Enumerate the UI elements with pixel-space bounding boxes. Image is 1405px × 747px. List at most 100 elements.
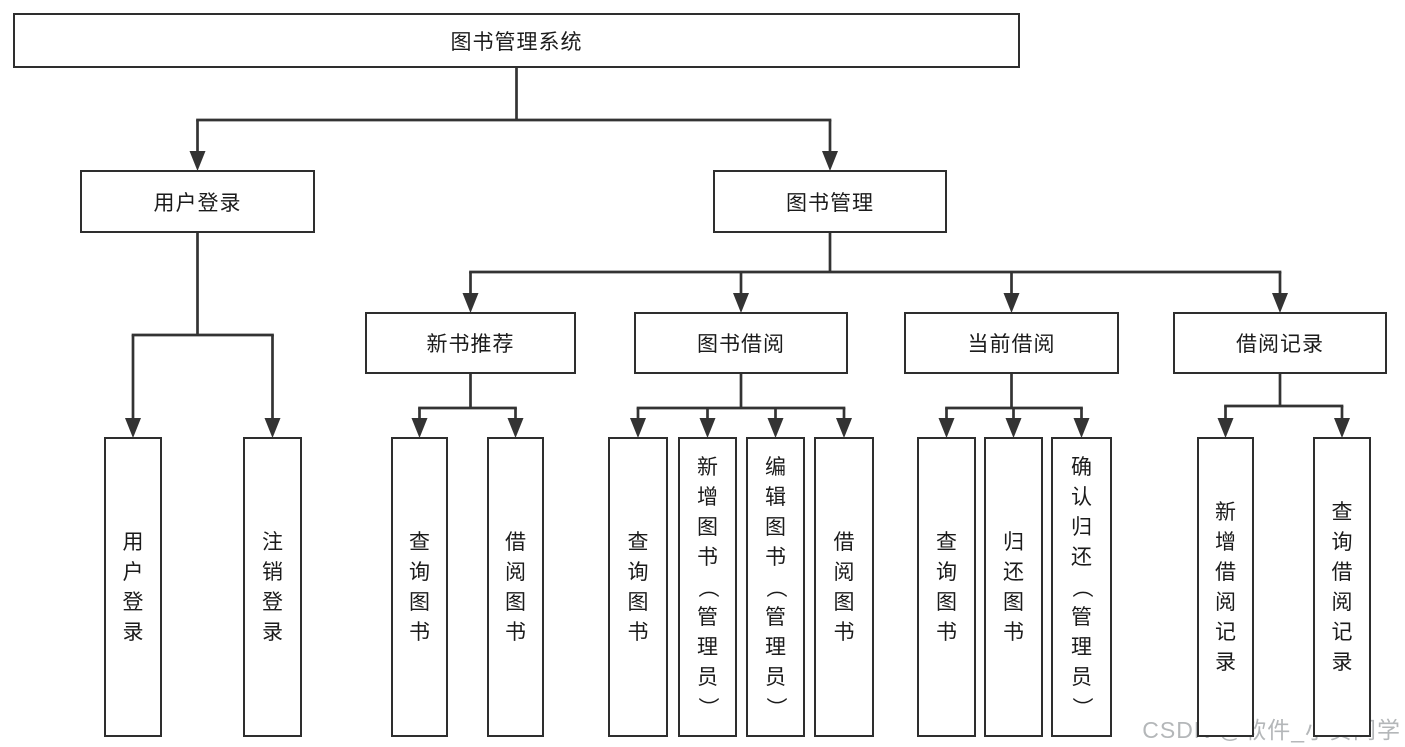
node-label-char: 理 [697,635,718,659]
node-label: 图书借阅 [697,333,785,356]
node-leaf-borrow-books-a: 借阅图书 [487,437,544,737]
node-label-char: 书 [1003,620,1024,644]
node-label-char: 借 [505,530,526,554]
node-label-char: 阅 [1215,590,1236,614]
node-label-char: 登 [122,590,144,614]
node-leaf-add-book-admin: 新增图书（管理员） [678,437,737,737]
node-label-char: 员 [1071,665,1092,689]
arrowhead-icon [1005,418,1022,438]
node-label-char: 户 [122,560,144,584]
node-label-char: 归 [1071,515,1092,539]
arrowhead-icon [767,418,784,438]
node-label-char: 阅 [833,560,855,584]
node-leaf-query-books-c: 查询图书 [917,437,976,737]
node-leaf-user-login: 用户登录 [104,437,162,737]
node-label-char: 用 [122,530,144,554]
node-label-char: 录 [1331,650,1353,674]
node-label-char: 书 [505,620,526,644]
arrowhead-icon [630,418,646,438]
node-label-char: 理 [1071,635,1092,659]
node-leaf-confirm-return-admin: 确认归还（管理员） [1051,437,1112,737]
node-label-char: 注 [262,530,283,554]
node-label-char: 记 [1215,620,1236,644]
node-label-char: 辑 [765,485,786,509]
node-label-char: 登 [262,590,283,614]
node-label: 用户登录 [153,191,242,215]
arrowhead-icon [733,293,749,313]
arrowhead-icon [822,151,838,171]
node-label-char: 询 [409,560,430,584]
node-label-char: 借 [1331,560,1353,584]
node-label-char: 还 [1003,560,1024,584]
arrowhead-icon [411,418,428,438]
node-label-char: 书 [697,545,718,569]
node-label-char: 查 [1331,500,1353,524]
arrowhead-icon [1272,293,1288,313]
node-label-char: 询 [627,560,649,584]
node-label-char: 阅 [505,560,526,584]
arrowhead-icon [1073,418,1090,438]
node-new-book-recommend: 新书推荐 [365,312,576,374]
node-label-char: 新 [697,455,718,479]
node-label-char: 书 [765,545,786,569]
node-label-char: 图 [1003,590,1024,614]
node-leaf-edit-book-admin: 编辑图书（管理员） [746,437,805,737]
node-label-char: 还 [1071,545,1092,569]
node-label-char: 理 [765,635,786,659]
node-label-char: 图 [409,590,430,614]
node-label-char: 借 [1215,560,1236,584]
arrowhead-icon [125,418,141,438]
node-leaf-return-books: 归还图书 [984,437,1043,737]
node-label-char: 新 [1215,500,1236,524]
arrowhead-icon [189,151,206,171]
node-label-char: 查 [627,530,649,554]
node-label-char: 书 [833,620,855,644]
node-label: 图书管理系统 [450,30,583,54]
node-leaf-borrow-books-b: 借阅图书 [814,437,874,737]
node-label-char: （ [1070,576,1093,598]
node-label-char: 书 [627,620,649,644]
node-label-char: 图 [697,515,718,539]
node-label-char: 员 [765,665,786,689]
node-current-borrowing: 当前借阅 [904,312,1119,374]
node-root: 图书管理系统 [13,13,1020,68]
node-label-char: （ [696,576,719,598]
arrowhead-icon [507,418,524,438]
arrowhead-icon [264,418,281,438]
node-label-char: 查 [409,530,430,554]
node-label: 当前借阅 [967,333,1056,356]
node-book-borrowing: 图书借阅 [634,312,848,374]
node-label-char: 增 [1215,530,1236,554]
node-label-char: 增 [697,485,718,509]
node-leaf-query-borrow-record: 查询借阅记录 [1313,437,1371,737]
arrowhead-icon [699,418,716,438]
node-label-char: 管 [765,605,786,629]
node-label: 借阅记录 [1236,333,1324,356]
arrowhead-icon [1334,418,1350,438]
node-label-char: 记 [1331,620,1353,644]
node-leaf-logout: 注销登录 [243,437,302,737]
arrowhead-icon [1003,293,1020,313]
node-label-char: 询 [1331,530,1353,554]
node-label-char: 查 [936,530,957,554]
node-label: 图书管理 [786,191,874,215]
node-label: 新书推荐 [426,333,515,356]
node-book-mgmt-module: 图书管理 [713,170,947,233]
node-label-char: 录 [122,620,144,644]
node-label-char: （ [764,576,787,598]
node-label-char: 图 [936,590,957,614]
node-label-char: 借 [833,530,855,554]
node-label-char: 询 [936,560,957,584]
node-label-char: 书 [936,620,957,644]
node-label-char: 图 [833,590,855,614]
node-label-char: ） [696,696,719,718]
node-borrowing-records: 借阅记录 [1173,312,1387,374]
arrowhead-icon [836,418,852,438]
node-leaf-query-books-b: 查询图书 [608,437,668,737]
node-label-char: 录 [1215,650,1236,674]
node-leaf-add-borrow-record: 新增借阅记录 [1197,437,1254,737]
node-label-char: 认 [1071,485,1092,509]
arrowhead-icon [462,293,479,313]
